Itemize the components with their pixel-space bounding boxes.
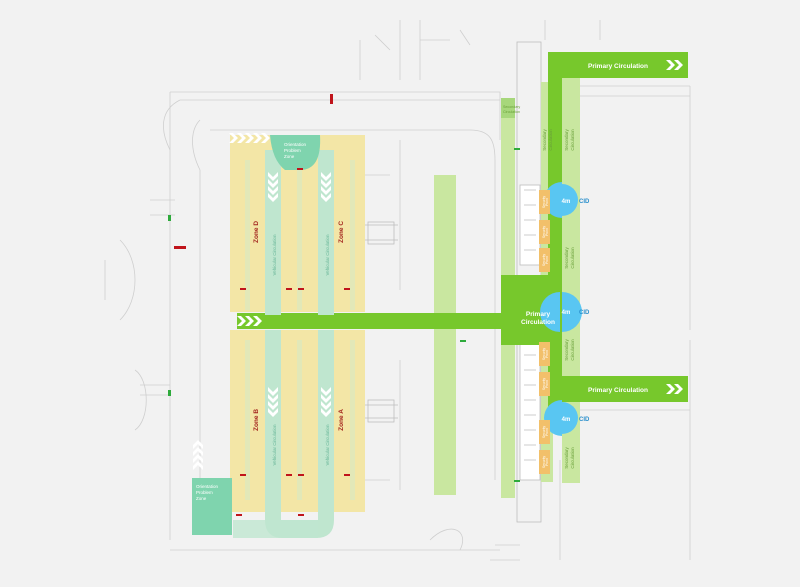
vehicular-labels: Vehicular Circulation Vehicular Circulat… xyxy=(272,234,330,466)
lane-markers xyxy=(174,94,350,516)
svg-text:Circulation: Circulation xyxy=(548,129,553,151)
secondary-circulation-labels: Secondary Circulation Secondary Circulat… xyxy=(503,105,575,469)
zone-b-label: Zone B xyxy=(253,409,260,431)
primary-junction xyxy=(501,275,550,345)
svg-text:Orientation: Orientation xyxy=(196,484,219,489)
primary-horizontal-axis xyxy=(237,313,550,329)
svg-text:Vehicular Circulation: Vehicular Circulation xyxy=(325,424,330,466)
svg-text:4m: 4m xyxy=(562,417,571,423)
svg-text:Problem: Problem xyxy=(196,490,213,495)
svg-text:Circulation: Circulation xyxy=(570,339,575,361)
svg-text:Primary Circulation: Primary Circulation xyxy=(588,63,648,70)
zone-a-label: Zone A xyxy=(338,409,345,431)
svg-text:CID: CID xyxy=(579,310,590,316)
svg-text:Security: Security xyxy=(542,456,546,469)
svg-text:Point: Point xyxy=(545,198,549,206)
svg-text:Security: Security xyxy=(542,226,546,239)
svg-text:4m: 4m xyxy=(562,199,571,205)
svg-text:Security: Security xyxy=(542,426,546,439)
svg-text:Point: Point xyxy=(545,228,549,236)
svg-text:Circulation: Circulation xyxy=(503,110,520,114)
zone-labels: Zone D Zone C Zone B Zone A xyxy=(253,221,345,431)
svg-text:Security: Security xyxy=(542,348,546,361)
orientation-zone-bottom xyxy=(192,478,232,535)
svg-text:Vehicular Circulation: Vehicular Circulation xyxy=(325,234,330,276)
primary-bottom-arm xyxy=(548,376,688,402)
svg-text:Circulation: Circulation xyxy=(570,447,575,469)
primary-circulation-label-center: Primary Circulation xyxy=(521,311,555,326)
gate-markers xyxy=(168,148,520,482)
svg-text:4m: 4m xyxy=(562,310,571,316)
svg-text:Point: Point xyxy=(545,256,549,264)
security-lanes-structure xyxy=(365,41,542,523)
svg-text:Circulation: Circulation xyxy=(570,247,575,269)
svg-text:Point: Point xyxy=(545,458,549,466)
svg-text:Secondary: Secondary xyxy=(564,246,569,268)
svg-text:Circulation: Circulation xyxy=(570,129,575,151)
svg-text:Orientation: Orientation xyxy=(284,142,307,147)
svg-text:Secondary: Secondary xyxy=(542,128,547,150)
zone-c-label: Zone C xyxy=(338,221,345,243)
svg-text:Point: Point xyxy=(545,350,549,358)
svg-text:Point: Point xyxy=(545,428,549,436)
svg-text:Primary Circulation: Primary Circulation xyxy=(588,387,648,394)
primary-vertical-spine xyxy=(548,52,562,412)
orientation-problem-zones xyxy=(192,135,321,535)
svg-text:Secondary: Secondary xyxy=(564,128,569,150)
svg-text:Secondary: Secondary xyxy=(564,338,569,360)
svg-text:Vehicular Circulation: Vehicular Circulation xyxy=(272,234,277,276)
secondary-strip-middle xyxy=(434,175,456,495)
svg-text:Security: Security xyxy=(542,254,546,267)
svg-text:Point: Point xyxy=(545,380,549,388)
cid-labels: 4m CID 4m CID 4m CID xyxy=(562,199,590,423)
svg-text:Primary: Primary xyxy=(526,311,551,318)
svg-text:Circulation: Circulation xyxy=(521,319,555,326)
svg-text:Problem: Problem xyxy=(284,148,301,153)
svg-text:Secondary: Secondary xyxy=(503,105,520,109)
security-booths xyxy=(539,190,550,474)
svg-text:Vehicular Circulation: Vehicular Circulation xyxy=(272,424,277,466)
orientation-zone-top xyxy=(270,135,321,170)
svg-text:Security: Security xyxy=(542,196,546,209)
background-linework xyxy=(104,20,691,561)
primary-circulation-label-bottom: Primary Circulation xyxy=(588,387,648,394)
svg-text:CID: CID xyxy=(579,417,590,423)
primary-top-arm xyxy=(548,52,688,78)
zone-d-label: Zone D xyxy=(253,221,260,243)
zone-stripes xyxy=(245,160,355,500)
primary-circulation-label-top: Primary Circulation xyxy=(588,63,648,70)
svg-text:Security: Security xyxy=(542,378,546,391)
svg-text:Zone: Zone xyxy=(196,496,207,501)
svg-text:CID: CID xyxy=(579,199,590,205)
orientation-labels: Orientation Problem Zone Orientation Pro… xyxy=(196,142,307,501)
security-point-labels: Security Point Security Point Security P… xyxy=(542,196,549,469)
svg-text:Zone: Zone xyxy=(284,154,295,159)
svg-text:Secondary: Secondary xyxy=(564,446,569,468)
